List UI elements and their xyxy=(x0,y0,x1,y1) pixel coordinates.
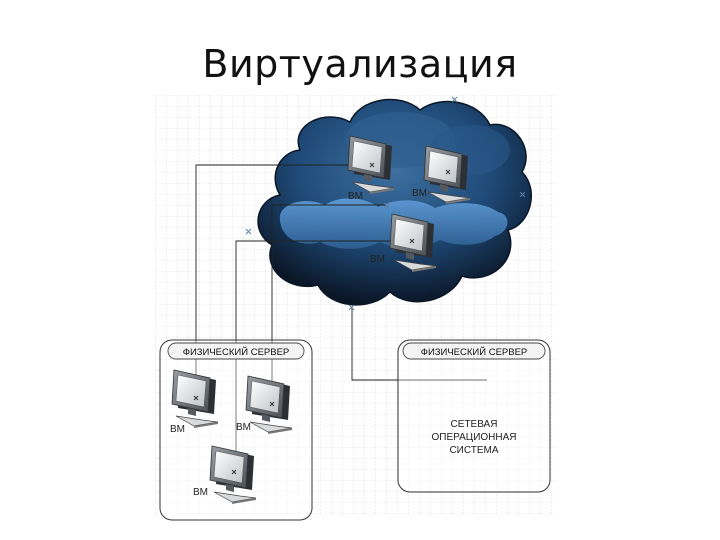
vm-cloud-2: ВМ xyxy=(412,145,471,205)
vm-label: ВМ xyxy=(348,191,363,202)
vm-cloud-3: ВМ xyxy=(370,213,437,273)
slide-title: Виртуализация xyxy=(202,42,518,86)
server-title: ФИЗИЧЕСКИЙ СЕРВЕР xyxy=(421,346,528,358)
vm-server-2: ВМ xyxy=(236,375,293,435)
connector-lines xyxy=(195,164,487,472)
cloud-shape xyxy=(257,98,532,306)
vm-label: ВМ xyxy=(370,254,385,265)
physical-server-right: ФИЗИЧЕСКИЙ СЕРВЕР СЕТЕВАЯ ОПЕРАЦИОННАЯ С… xyxy=(397,339,551,493)
vm-label: ВМ xyxy=(193,487,208,498)
connector-x xyxy=(245,96,526,311)
network-diagram: ВМ ВМ ВМ ФИЗИЧЕСКИЙ СЕРВЕР ВМ ВМ ВМ ФИЗИ… xyxy=(155,95,555,521)
os-line-1: СЕТЕВАЯ xyxy=(451,419,498,430)
vm-cloud-1: ВМ xyxy=(347,135,395,202)
vm-label: ВМ xyxy=(170,424,185,435)
os-line-3: СИСТЕМА xyxy=(449,445,498,456)
vm-server-3: ВМ xyxy=(193,445,257,505)
server-title: ФИЗИЧЕСКИЙ СЕРВЕР xyxy=(183,346,290,358)
vm-label: ВМ xyxy=(236,422,251,433)
vm-label: ВМ xyxy=(412,188,427,199)
os-line-2: ОПЕРАЦИОННАЯ xyxy=(431,432,516,443)
vm-server-1: ВМ xyxy=(170,369,219,435)
